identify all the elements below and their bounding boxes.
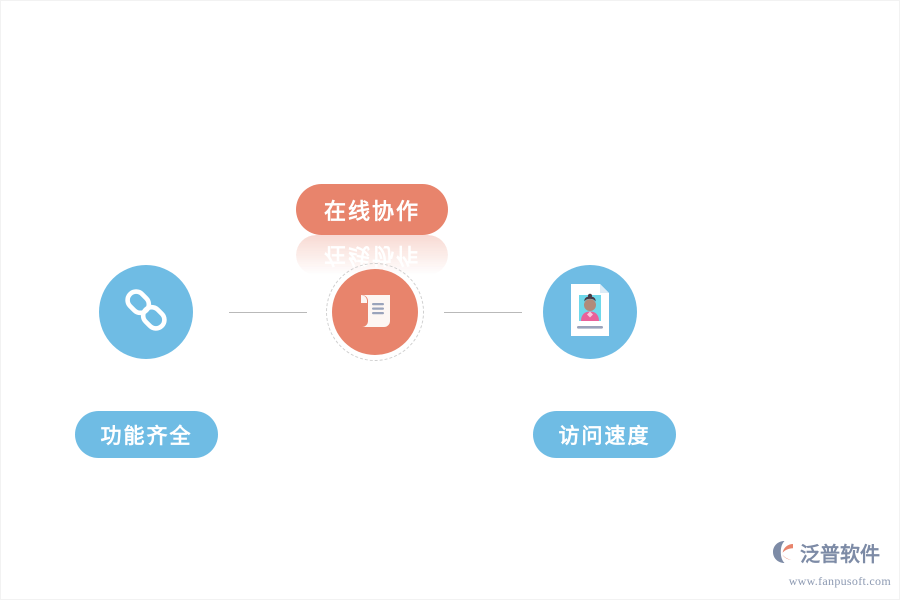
node-right-label-pill[interactable]: 访问速度	[533, 411, 676, 458]
node-center-circle[interactable]	[332, 269, 418, 355]
online-collaboration-badge-label: 在线协作	[323, 198, 420, 224]
connector-left	[229, 312, 307, 313]
id-card-icon	[565, 281, 615, 344]
node-left-label-pill[interactable]: 功能齐全	[75, 411, 218, 458]
online-collaboration-badge[interactable]: 在线协作	[296, 184, 448, 235]
node-left-circle[interactable]	[99, 265, 193, 359]
node-right-label: 访问速度	[558, 424, 651, 448]
chain-link-icon	[120, 284, 172, 341]
node-left-label: 功能齐全	[100, 424, 193, 448]
connector-right	[444, 312, 522, 313]
scroll-document-icon	[352, 287, 398, 338]
fanpu-logo-icon	[771, 539, 797, 570]
watermark-brand: 泛普软件	[800, 543, 880, 566]
node-right-circle[interactable]	[543, 265, 637, 359]
watermark: 泛普软件 www.fanpusoft.com	[771, 539, 891, 589]
watermark-brand-row: 泛普软件	[771, 539, 891, 570]
watermark-url: www.fanpusoft.com	[788, 574, 891, 588]
